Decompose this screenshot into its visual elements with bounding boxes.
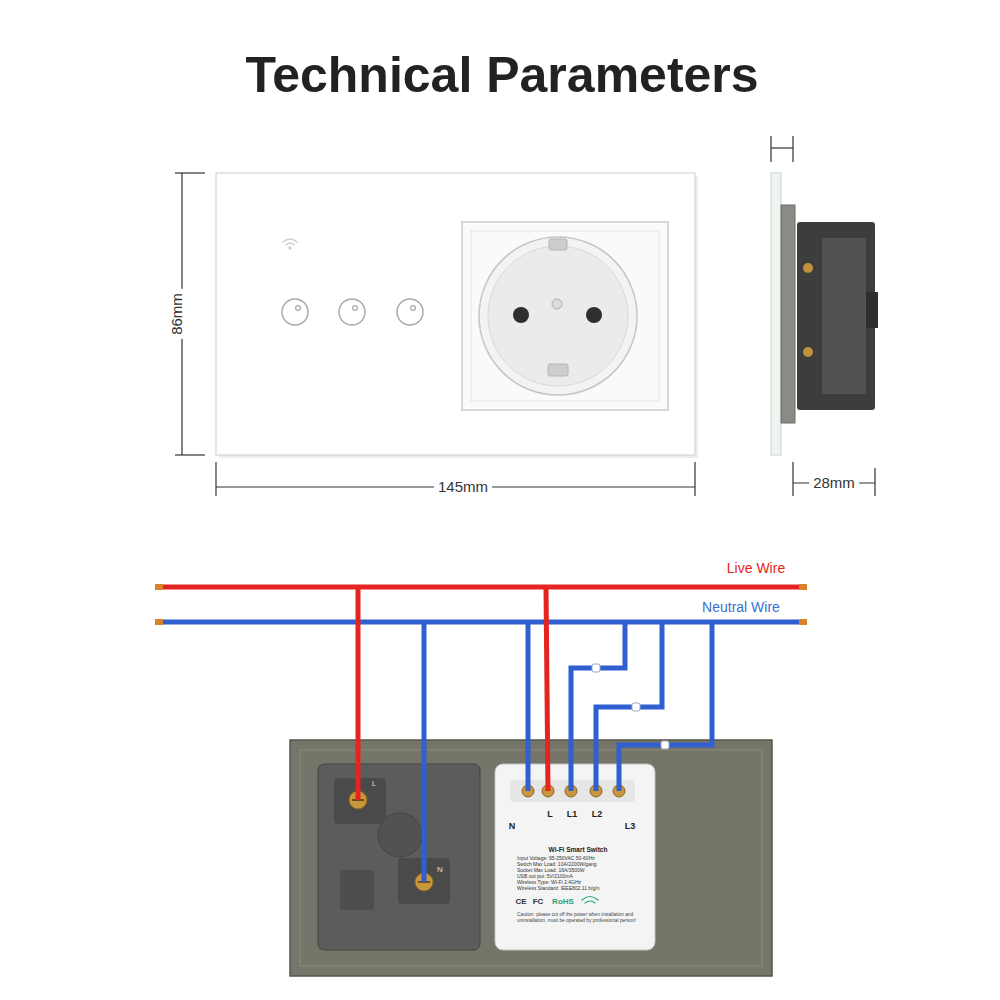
back-plate: [290, 740, 772, 976]
wire-name: Live Wire: [727, 560, 785, 576]
switch-module: Wi-Fi Smart SwitchInput Voltage: 95-250V…: [503, 846, 647, 923]
spec-line: Socket Max Load: 16A/3500W: [517, 867, 639, 873]
wire-tips: [155, 584, 807, 625]
wire-name: Neutral Wire: [702, 599, 780, 615]
terminal-name: N: [437, 865, 443, 874]
dimension-depth: 28mm: [809, 474, 859, 491]
wires: [162, 587, 800, 882]
dimension-lines: [175, 136, 875, 496]
terminal-name: N: [509, 821, 516, 831]
cert-mark: CE: [515, 897, 526, 906]
title: Technical Parameters: [245, 47, 758, 105]
dimension-height: 86mm: [168, 289, 185, 339]
terminal-name: L3: [625, 821, 636, 831]
terminal-name: L: [547, 809, 553, 819]
spec-line: Wireless Type: Wi-Fi 2.4GHz: [517, 879, 639, 885]
front-panel: [216, 173, 698, 458]
cert-mark: RoHS: [552, 897, 574, 906]
spec-line: Wireless Standard: IEEE802.11 b/g/n: [517, 885, 639, 891]
side-view: [771, 173, 878, 455]
cert-mark: FC: [533, 897, 544, 906]
dimension-width: 145mm: [434, 478, 492, 495]
caution-note: Caution: please cut off the power when i…: [517, 912, 639, 924]
wire-connectors: [592, 664, 669, 749]
terminal-name: L2: [592, 809, 603, 819]
spec-line: Switch Max Load: 10A/2200W/gang: [517, 861, 639, 867]
spec-line: USB out put: 5V/2100mA: [517, 873, 639, 879]
terminal-name: L: [372, 779, 376, 788]
module-name: Wi-Fi Smart Switch: [517, 846, 639, 854]
spec-line: Input Voltage: 95-250VAC 50-60Hz: [517, 855, 639, 861]
terminal-name: L1: [567, 809, 578, 819]
